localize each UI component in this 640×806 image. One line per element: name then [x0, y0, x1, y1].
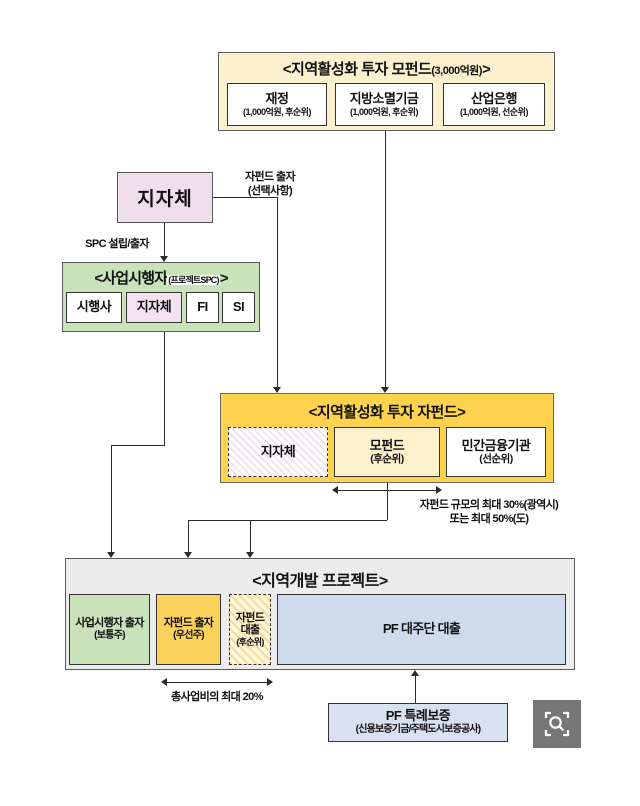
subfund-scale-label: 자펀드 규모의 최대 30%(광역시) 또는 최대 50%(도): [419, 499, 559, 526]
local-gov-label: 지자체: [137, 189, 193, 210]
line-guarantee-to-project: [415, 675, 416, 703]
arrowhead-left: [161, 678, 167, 686]
local-gov-box: 지자체: [117, 172, 213, 223]
arrowhead-down: [107, 552, 115, 558]
measure-arrow-subfund-share: [336, 490, 438, 491]
subfund-invest-optional-label: 자펀드 출자 (선택사항): [244, 171, 296, 198]
line-localgov-right: [213, 197, 277, 198]
arrowhead-down: [184, 552, 192, 558]
arrowhead-up: [411, 670, 419, 676]
line-subfund-to-equity: [188, 520, 189, 553]
line-subfund-down: [387, 483, 388, 520]
mother-fund-title: <지역활성화 투자 모펀드(3,000억원)>: [282, 61, 491, 78]
arrowhead-down: [160, 256, 168, 262]
total-cost-label: 총사업비의 최대 20%: [171, 691, 263, 703]
developer-item-fi: FI: [186, 292, 219, 323]
arrowhead-down: [381, 387, 389, 393]
developer-title: <사업시행자(프로젝트SPC)>: [94, 270, 228, 287]
mother-fund-item-finance: 재정 (1,000억원, 후순위): [227, 83, 327, 126]
line-developer-down: [164, 332, 165, 445]
measure-arrow-total-cost: [165, 682, 269, 683]
arrowhead-left: [332, 486, 338, 494]
project-item-subfund-loan: 자펀드 대출 (후순위): [229, 594, 271, 665]
line-developer-jog: [111, 445, 165, 446]
line-developer-to-project: [111, 445, 112, 553]
arrowhead-right: [267, 678, 273, 686]
project-item-developer-equity: 사업시행자 출자 (보통주): [69, 594, 150, 665]
line-localgov-to-developer: [164, 223, 165, 257]
arrowhead-down: [273, 387, 281, 393]
arrowhead-right: [436, 486, 442, 494]
subfund-item-private-finance: 민간금융기관 (선순위): [446, 427, 546, 477]
line-subfund-jog: [188, 520, 387, 521]
line-motherfund-to-subfund: [385, 131, 386, 388]
developer-item-si: SI: [222, 292, 255, 323]
subfund-title: <지역활성화 투자 자펀드>: [308, 404, 466, 421]
project-title: <지역개발 프로젝트>: [252, 573, 388, 590]
magnifier-icon: [544, 711, 570, 737]
line-subfund-to-loan: [250, 520, 251, 553]
subfund-item-mother-fund: 모펀드 (후순위): [334, 427, 440, 477]
mother-fund-item-industrial-bank: 산업은행 (1,000억원, 선순위): [443, 83, 545, 126]
developer-item-local-gov: 지자체: [126, 292, 182, 323]
zoom-button[interactable]: [533, 700, 581, 748]
subfund-item-local-gov: 지자체: [228, 427, 328, 477]
arrowhead-down: [246, 552, 254, 558]
mother-fund-item-local-extinction-fund: 지방소멸기금 (1,000억원, 후순위): [335, 83, 433, 126]
spc-setup-label: SPC 설립/출자: [85, 238, 149, 250]
developer-item-operator: 시행사: [66, 292, 122, 323]
line-localgov-to-subfund: [277, 197, 278, 388]
pf-guarantee-box: PF 특례보증 (신용보증기금/주택도시보증공사): [328, 703, 508, 742]
project-item-subfund-equity: 자펀드 출자 (우선주): [156, 594, 221, 665]
project-item-pf-lender-loan: PF 대주단 대출: [277, 594, 566, 665]
